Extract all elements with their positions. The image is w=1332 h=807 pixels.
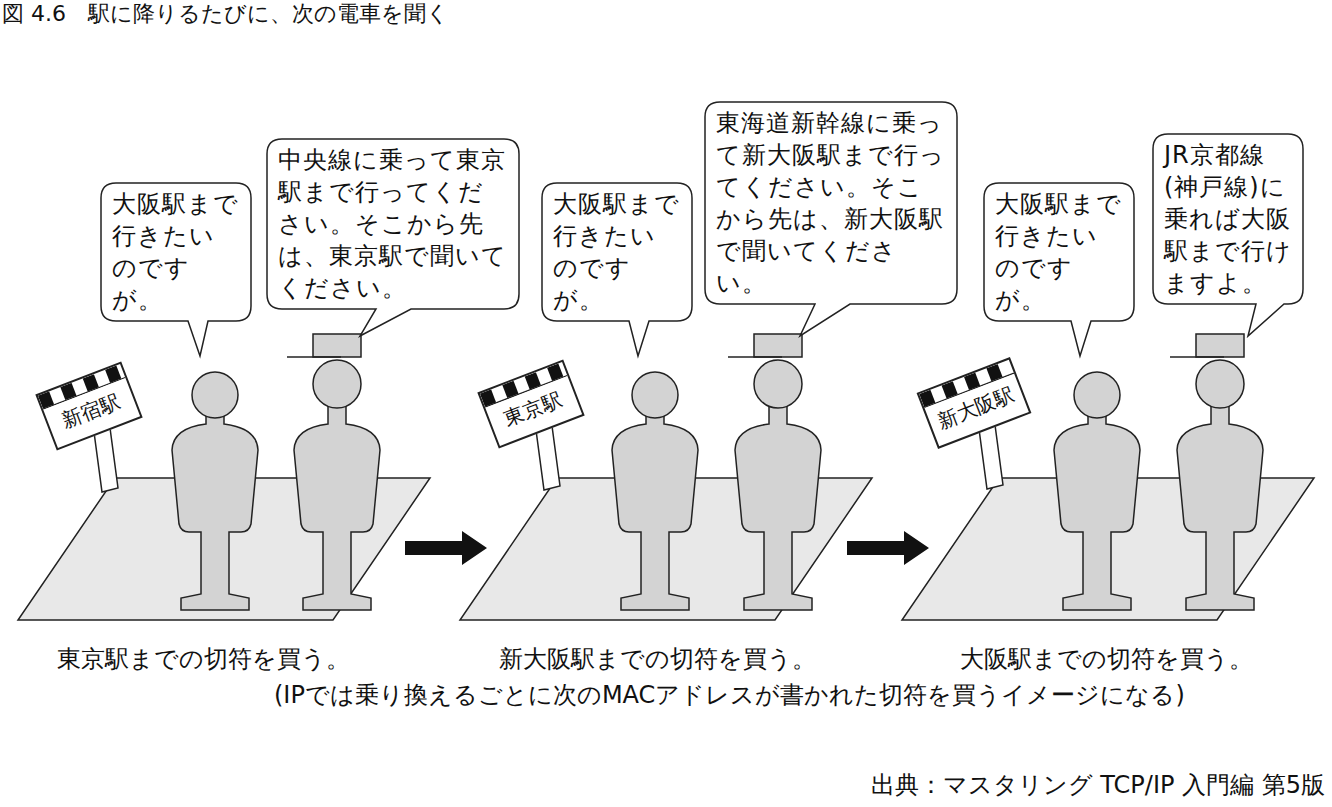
passenger-body [1054,404,1140,610]
scene-caption: 大阪駅までの切符を買う。 [960,644,1253,674]
attendant-cap [754,334,802,357]
station-name: 新大阪駅 [921,360,1027,445]
passenger-head [632,372,678,418]
speech-bubble: 大阪駅まで行きたいのですが。 [983,182,1135,322]
bubble-text: 大阪駅まで行きたいのですが。 [112,188,240,316]
bubble-text: 大阪駅まで行きたいのですが。 [995,188,1123,316]
station-sign: 新宿駅 [35,362,142,451]
scene-arrow [847,531,929,565]
passenger-head [1074,372,1120,418]
speech-bubble: 東海道新幹線に乗って新大阪駅まで行ってください。そこから先は、新大阪駅で聞いてく… [704,101,958,305]
attendant-head [1196,360,1244,408]
bubble-text: JR京都線(神戸線)に乗れば大阪駅まで行けますよ。 [1164,139,1292,299]
attendant-body [294,404,380,610]
speech-bubble: JR京都線(神戸線)に乗れば大阪駅まで行けますよ。 [1152,133,1304,305]
passenger-body [172,404,258,610]
source-credit: 出典：マスタリング TCP/IP 入門編 第5版 [871,770,1325,800]
bubble-text: 東海道新幹線に乗って新大阪駅まで行ってください。そこから先は、新大阪駅で聞いてく… [716,107,946,299]
cap-brim [287,356,341,358]
attendant-cap [1196,334,1244,357]
speech-bubble: 中央線に乗って東京駅まで行ってください。そこから先は、東京駅で聞いてください。 [266,138,520,310]
attendant-body [1177,404,1263,610]
bubble-shape [984,183,1134,356]
cap-brim [1170,356,1224,358]
scene-arrow [405,531,487,565]
bubble-shape [1153,134,1303,336]
attendant-head [313,360,361,408]
speech-bubble: 大阪駅まで行きたいのですが。 [541,182,693,322]
sign-post [536,426,560,490]
bubble-shape [705,102,957,336]
speech-bubble: 大阪駅まで行きたいのですが。 [100,182,252,322]
bubble-shape [267,139,519,336]
bubble-shape [542,183,692,356]
sign-post [979,425,1003,489]
cap-brim [728,356,782,358]
bubble-text: 大阪駅まで行きたいのですが。 [553,188,681,316]
bubble-shape [101,183,251,356]
scene-caption: 新大阪駅までの切符を買う。 [499,644,816,674]
bubble-text: 中央線に乗って東京駅まで行ってください。そこから先は、東京駅で聞いてください。 [278,144,508,304]
sign-post [94,428,118,492]
figure-title: 図 4.6 駅に降りるたびに、次の電車を聞く [2,0,449,28]
scene-caption: 東京駅までの切符を買う。 [57,644,350,674]
attendant-body [735,404,821,610]
note-text: (IPでは乗り換えるごとに次のMACアドレスが書かれた切符を買うイメージになる) [274,680,1185,710]
attendant-head [754,360,802,408]
station-sign: 新大阪駅 [917,357,1032,449]
passenger-body [612,404,698,610]
passenger-head [192,372,238,418]
station-sign: 東京駅 [477,360,584,449]
attendant-cap [313,334,361,357]
